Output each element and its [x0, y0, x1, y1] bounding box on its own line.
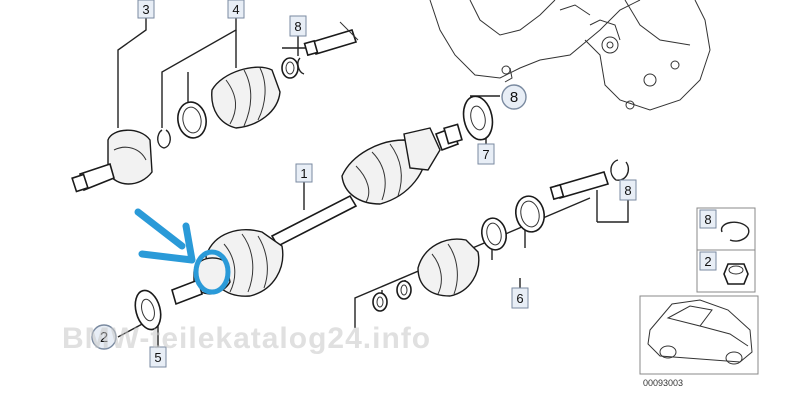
label-5: 5	[149, 346, 167, 368]
label-4: 4	[227, 0, 245, 19]
label-8-top: 8	[289, 15, 307, 37]
svg-text:8: 8	[624, 183, 631, 198]
label-1: 1	[295, 163, 313, 183]
watermark: BMW-teilekatalog24.info	[62, 322, 431, 355]
inner-cv-joint-kit	[372, 159, 630, 312]
svg-text:3: 3	[142, 2, 149, 17]
svg-text:8: 8	[510, 89, 518, 106]
svg-text:8: 8	[294, 19, 301, 34]
svg-text:8: 8	[704, 212, 711, 227]
svg-text:6: 6	[516, 291, 523, 306]
legend-item-8: 8	[699, 209, 750, 242]
legend: 8 2	[696, 207, 756, 293]
thrust-washer	[462, 95, 494, 141]
transmission-housing	[429, 0, 711, 111]
label-6: 6	[511, 287, 529, 309]
legend-item-2: 2	[699, 251, 749, 285]
svg-text:7: 7	[482, 147, 489, 162]
label-2-circled: 2	[91, 324, 117, 350]
car-thumbnail	[639, 295, 759, 375]
label-7: 7	[477, 143, 495, 165]
label-3: 3	[137, 0, 155, 19]
label-8-circled: 8	[501, 84, 527, 110]
highlight-ring	[193, 249, 231, 295]
svg-text:5: 5	[154, 350, 161, 365]
outer-cv-joint-kit	[71, 21, 359, 193]
label-8-right: 8	[619, 179, 637, 201]
highlight-arrow	[134, 208, 196, 264]
drawing-number: 00093003	[643, 378, 683, 388]
drive-shaft	[171, 123, 463, 306]
washer	[134, 289, 162, 331]
svg-text:4: 4	[232, 2, 239, 17]
svg-text:2: 2	[100, 329, 108, 346]
svg-text:2: 2	[704, 254, 711, 269]
leader-lines	[117, 18, 629, 347]
svg-text:1: 1	[300, 166, 307, 181]
